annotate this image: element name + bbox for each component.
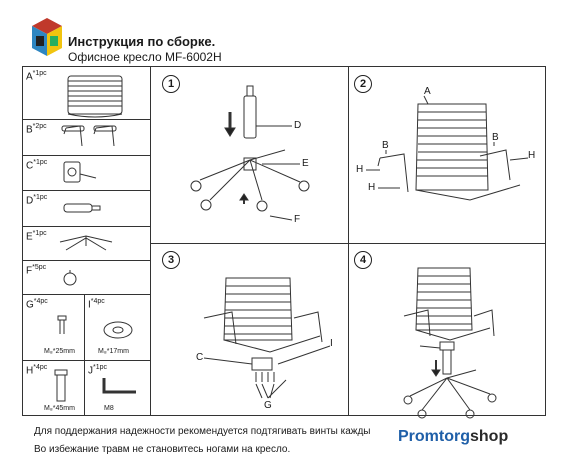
- note-line-1: Для поддержания надежности рекомендуется…: [34, 426, 371, 437]
- part-c-mechanism-icon: [63, 161, 97, 183]
- parts-divider: [150, 66, 151, 415]
- part-label-f: F*5pc: [26, 264, 47, 277]
- part-f-caster-icon: [63, 270, 77, 286]
- brand-logo-icon: [30, 16, 64, 62]
- part-i-washer-icon: [103, 321, 133, 339]
- part-label-e: E*1pc: [26, 230, 47, 243]
- step-number-1: 1: [162, 75, 180, 93]
- steps-divider-v: [348, 66, 349, 415]
- part-label-h: H*4pc: [26, 364, 48, 377]
- callout-b-right: B: [492, 132, 499, 143]
- instruction-frame: [22, 66, 546, 416]
- part-size-i: M₈*17mm: [98, 348, 129, 355]
- part-label-d: D*1pc: [26, 194, 48, 207]
- callout-i: I: [330, 338, 333, 349]
- callout-e: E: [302, 158, 309, 169]
- callout-h-1: H: [356, 164, 364, 175]
- page-subtitle: Офисное кресло MF-6002H: [68, 50, 222, 64]
- part-label-j: J*1pc: [88, 364, 108, 377]
- page-title: Инструкция по сборке.: [68, 34, 216, 49]
- brand-logo-part-1: Promtorg: [398, 428, 470, 445]
- callout-a: A: [424, 86, 431, 97]
- callout-g: G: [264, 400, 272, 411]
- step-number-4: 4: [354, 251, 372, 269]
- part-label-i: I*4pc: [88, 298, 105, 311]
- part-label-g: G*4pc: [26, 298, 48, 311]
- callout-h-2: H: [368, 182, 376, 193]
- part-label-b: B*2pc: [26, 123, 47, 136]
- callout-b-left: B: [382, 140, 389, 151]
- steps-divider-h: [150, 243, 545, 244]
- part-b-armrest-icon: [61, 125, 117, 147]
- step-number-2: 2: [354, 75, 372, 93]
- part-size-g: M₈*25mm: [44, 348, 75, 355]
- step-number-3: 3: [162, 251, 180, 269]
- part-d-gaslift-icon: [63, 203, 101, 213]
- part-h-bolt-icon: [54, 369, 68, 402]
- callout-f: F: [294, 214, 301, 225]
- brand-logo-part-2: shop: [470, 428, 509, 445]
- part-size-h: M₈*45mm: [44, 405, 75, 412]
- part-e-base-icon: [59, 235, 113, 251]
- brand-logo: Promtorgshop: [398, 428, 508, 446]
- part-g-bolt-icon: [57, 315, 67, 334]
- part-size-j: M8: [104, 405, 114, 412]
- part-j-hexkey-icon: [102, 378, 136, 394]
- part-label-c: C*1pc: [26, 159, 48, 172]
- part-label-a: A*1pc: [26, 70, 47, 83]
- note-line-2: Во избежание травм не становитесь ногами…: [34, 444, 291, 455]
- part-a-backrest-icon: [67, 75, 123, 118]
- callout-d: D: [294, 120, 302, 131]
- callout-h-3: H: [528, 150, 536, 161]
- callout-c: C: [196, 352, 204, 363]
